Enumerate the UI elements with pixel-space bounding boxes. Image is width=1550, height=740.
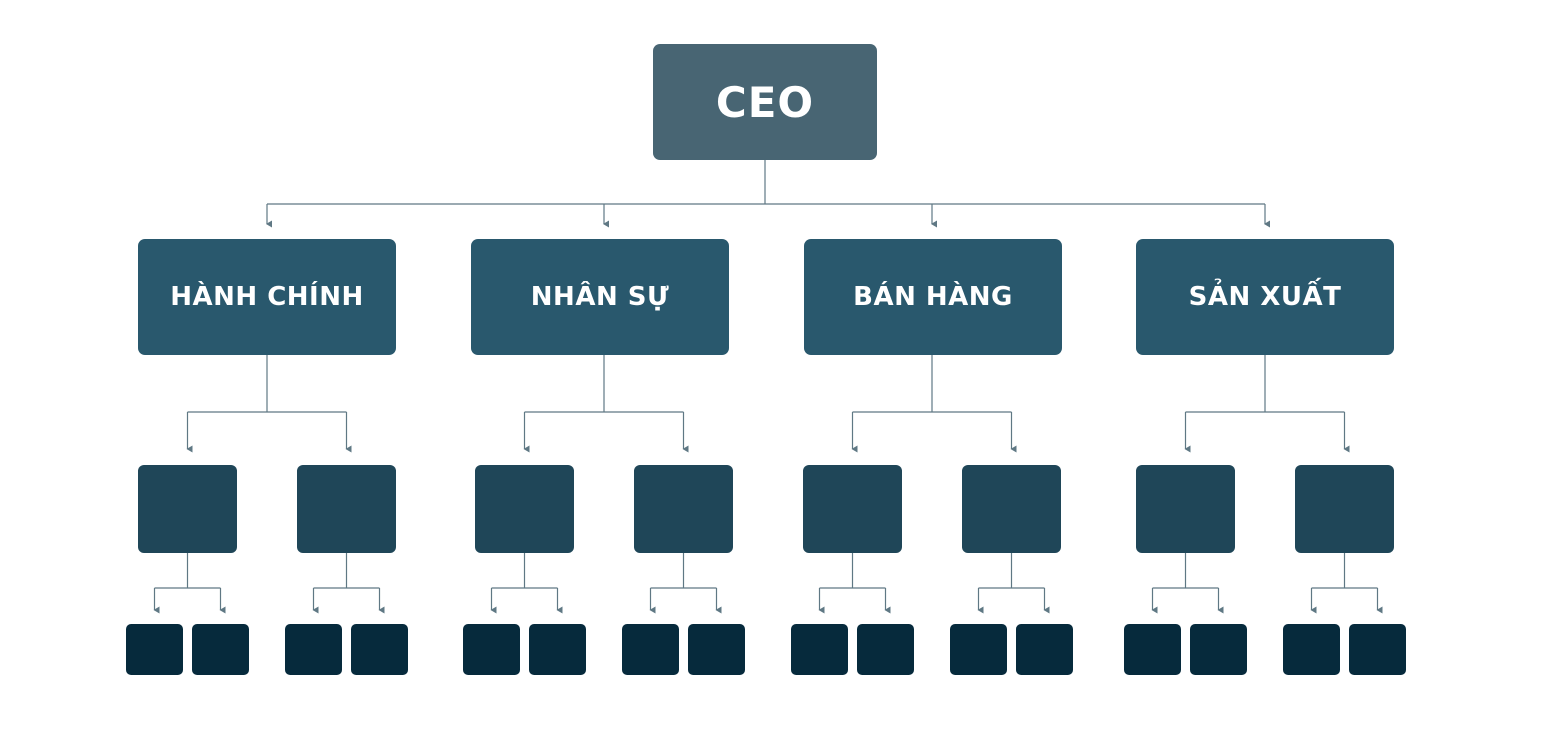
leaf-unit-box [1016, 624, 1073, 675]
leaf-unit-box [1349, 624, 1406, 675]
department-box-hanh-chinh: HÀNH CHÍNH [138, 239, 396, 355]
leaf-unit-box [622, 624, 679, 675]
leaf-unit-box [285, 624, 342, 675]
sub-unit-box [1295, 465, 1394, 553]
sub-unit-box [1136, 465, 1235, 553]
department-box-ban-hang: BÁN HÀNG [804, 239, 1062, 355]
ceo-label: CEO [715, 77, 815, 127]
leaf-unit-box [857, 624, 914, 675]
sub-unit-box [803, 465, 902, 553]
department-label: NHÂN SỰ [530, 282, 670, 312]
leaf-unit-box [126, 624, 183, 675]
leaf-unit-box [950, 624, 1007, 675]
department-box-san-xuat: SẢN XUẤT [1136, 239, 1394, 355]
leaf-unit-box [1124, 624, 1181, 675]
leaf-unit-box [463, 624, 520, 675]
sub-unit-box [962, 465, 1061, 553]
sub-unit-box [475, 465, 574, 553]
leaf-unit-box [791, 624, 848, 675]
ceo-box: CEO [653, 44, 877, 160]
sub-unit-box [634, 465, 733, 553]
leaf-unit-box [529, 624, 586, 675]
leaf-unit-box [688, 624, 745, 675]
leaf-unit-box [1283, 624, 1340, 675]
department-label: SẢN XUẤT [1188, 282, 1342, 312]
sub-unit-box [138, 465, 237, 553]
leaf-unit-box [351, 624, 408, 675]
leaf-unit-box [192, 624, 249, 675]
department-label: BÁN HÀNG [853, 282, 1013, 312]
department-box-nhan-su: NHÂN SỰ [471, 239, 729, 355]
leaf-unit-box [1190, 624, 1247, 675]
sub-unit-box [297, 465, 396, 553]
department-label: HÀNH CHÍNH [170, 282, 364, 312]
